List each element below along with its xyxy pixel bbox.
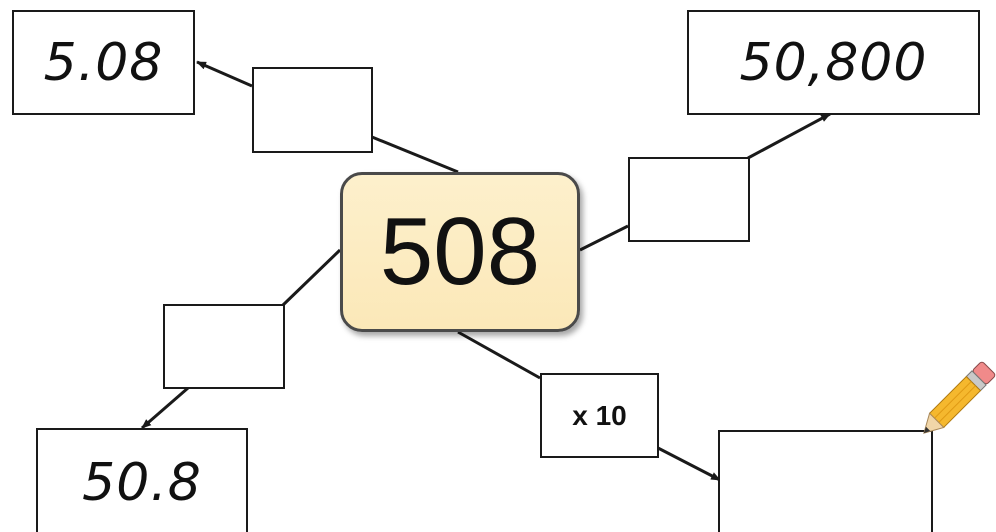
operation-box-bottom-right[interactable]: x 10: [540, 373, 659, 458]
arrow-to-result-top-left: [196, 60, 253, 88]
center-number-card: 508: [340, 172, 580, 332]
operation-box-left[interactable]: [163, 304, 285, 389]
arrow-to-result-bottom-left: [141, 386, 189, 430]
connector-center-to-op-bottom-right: [457, 330, 541, 380]
result-box-top-left: 5.08: [12, 10, 195, 115]
pencil-icon: [923, 361, 996, 434]
connector-center-to-op-right: [579, 224, 629, 252]
center-number: 508: [379, 198, 541, 305]
operation-bottom-right-text: x 10: [572, 399, 627, 431]
arrow-to-result-top-right: [747, 112, 831, 160]
arrow-to-result-bottom-right: [657, 446, 721, 482]
operation-box-right[interactable]: [628, 157, 750, 242]
operation-box-top-left[interactable]: [252, 67, 373, 153]
connector-center-to-op-top-left: [371, 135, 459, 174]
result-bottom-left-text: 50.8: [82, 453, 202, 513]
result-top-right-text: 50,800: [739, 32, 928, 93]
result-box-top-right: 50,800: [687, 10, 980, 115]
result-box-bottom-left: 50.8: [36, 428, 248, 532]
result-box-bottom-right[interactable]: [718, 430, 933, 532]
result-top-left-text: 5.08: [43, 32, 164, 93]
connector-center-to-op-left: [280, 248, 342, 308]
